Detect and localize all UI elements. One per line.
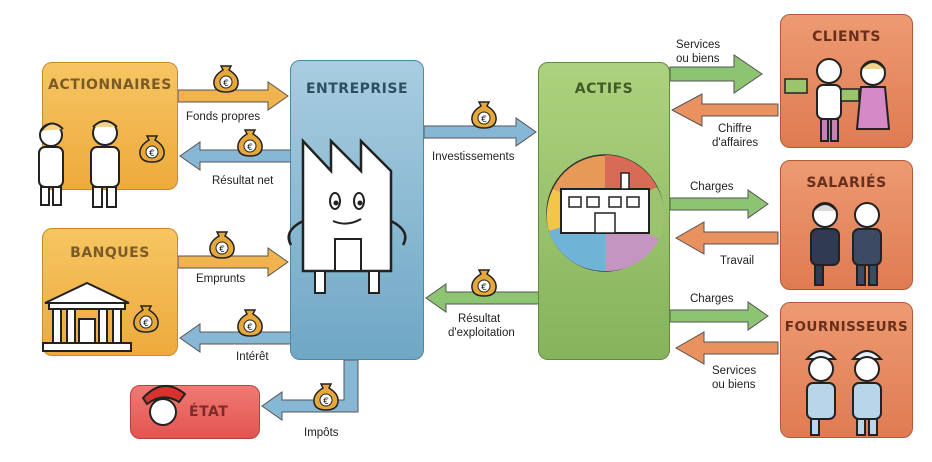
svg-text:€: € — [247, 323, 253, 333]
employees-illustration — [810, 202, 882, 286]
label-resultat-exploitation-line1: Résultat — [458, 313, 501, 325]
bank-building-illustration — [42, 281, 132, 352]
label-chiffre-affaires-line2: d'affaires — [712, 137, 759, 149]
label-charges-fournisseurs: Charges — [690, 293, 734, 305]
label-charges-salaries: Charges — [690, 181, 734, 193]
node-clients-title: CLIENTS — [812, 29, 881, 45]
arrow-resultat-exploitation — [425, 283, 541, 313]
arrow-fonds-propres — [177, 81, 289, 111]
arrow-impots — [261, 359, 359, 421]
node-actifs-title: ACTIFS — [574, 81, 634, 97]
shareholders-illustration — [38, 120, 120, 208]
label-resultat-net: Résultat net — [212, 175, 274, 187]
node-salaries-title: SALARIÉS — [806, 175, 887, 191]
euro-money-bag-icon: € — [471, 101, 497, 129]
label-emprunts: Emprunts — [196, 273, 246, 285]
label-services-biens-fournisseurs-line1: Services — [712, 365, 757, 377]
node-clients: CLIENTS — [780, 14, 913, 148]
euro-money-bag-icon: € — [237, 129, 263, 157]
node-actifs: ACTIFS — [538, 62, 670, 360]
arrow-charges-salaries — [669, 189, 769, 219]
label-interet: Intérêt — [236, 351, 269, 363]
label-services-biens-clients-line1: Services — [676, 39, 721, 51]
arrow-charges-fournisseurs — [669, 301, 769, 331]
arrow-resultat-net — [179, 141, 293, 171]
node-actionnaires-title: ACTIONNAIRES — [48, 77, 172, 93]
arrow-investissements — [423, 117, 537, 147]
label-investissements: Investissements — [432, 151, 515, 163]
euro-money-bag-icon: € — [237, 309, 263, 337]
label-services-biens-clients-line2: ou biens — [676, 53, 720, 65]
suppliers-illustration — [804, 350, 884, 436]
svg-text:€: € — [481, 283, 487, 293]
node-etat-title: ÉTAT — [189, 404, 229, 420]
marianne-illustration — [141, 385, 187, 426]
svg-text:€: € — [149, 149, 155, 159]
euro-money-bag-icon: € — [139, 135, 165, 163]
euro-money-bag-icon: € — [471, 269, 497, 297]
svg-text:€: € — [481, 115, 487, 125]
svg-text:€: € — [247, 143, 253, 153]
arrow-emprunts — [177, 247, 289, 277]
label-resultat-exploitation-line2: d'exploitation — [448, 327, 515, 339]
node-fournisseurs-title: FOURNISSEURS — [784, 319, 909, 335]
clients-illustration — [784, 58, 891, 142]
arrow-travail — [674, 221, 779, 255]
label-chiffre-affaires-line1: Chiffre — [718, 123, 752, 135]
node-entreprise: ENTREPRISE — [287, 60, 424, 360]
assets-pie-illustration — [546, 154, 665, 272]
node-fournisseurs: FOURNISSEURS — [780, 302, 913, 438]
arrow-interet — [179, 323, 293, 353]
node-salaries: SALARIÉS — [780, 160, 913, 290]
label-services-biens-fournisseurs-line2: ou biens — [712, 379, 756, 391]
arrow-chiffre-affaires — [670, 93, 779, 127]
node-entreprise-title: ENTREPRISE — [305, 81, 409, 97]
svg-text:€: € — [143, 319, 149, 329]
label-impots: Impôts — [304, 427, 339, 439]
node-etat: ÉTAT — [130, 385, 260, 439]
node-banques: BANQUES — [42, 228, 178, 356]
svg-text:€: € — [323, 397, 329, 407]
node-banques-title: BANQUES — [70, 245, 150, 261]
label-fonds-propres: Fonds propres — [186, 111, 261, 123]
factory-character-illustration — [287, 137, 407, 294]
euro-money-bag-icon: € — [313, 383, 339, 411]
label-travail: Travail — [720, 255, 755, 267]
svg-text:€: € — [219, 245, 225, 255]
svg-text:€: € — [223, 79, 229, 89]
arrow-services-biens-clients — [669, 54, 763, 94]
euro-money-bag-icon: € — [133, 305, 159, 333]
euro-money-bag-icon: € — [209, 231, 235, 259]
node-actionnaires: ACTIONNAIRES — [38, 62, 178, 208]
arrow-services-biens-fournisseurs — [674, 331, 779, 365]
euro-money-bag-icon: € — [213, 65, 239, 93]
